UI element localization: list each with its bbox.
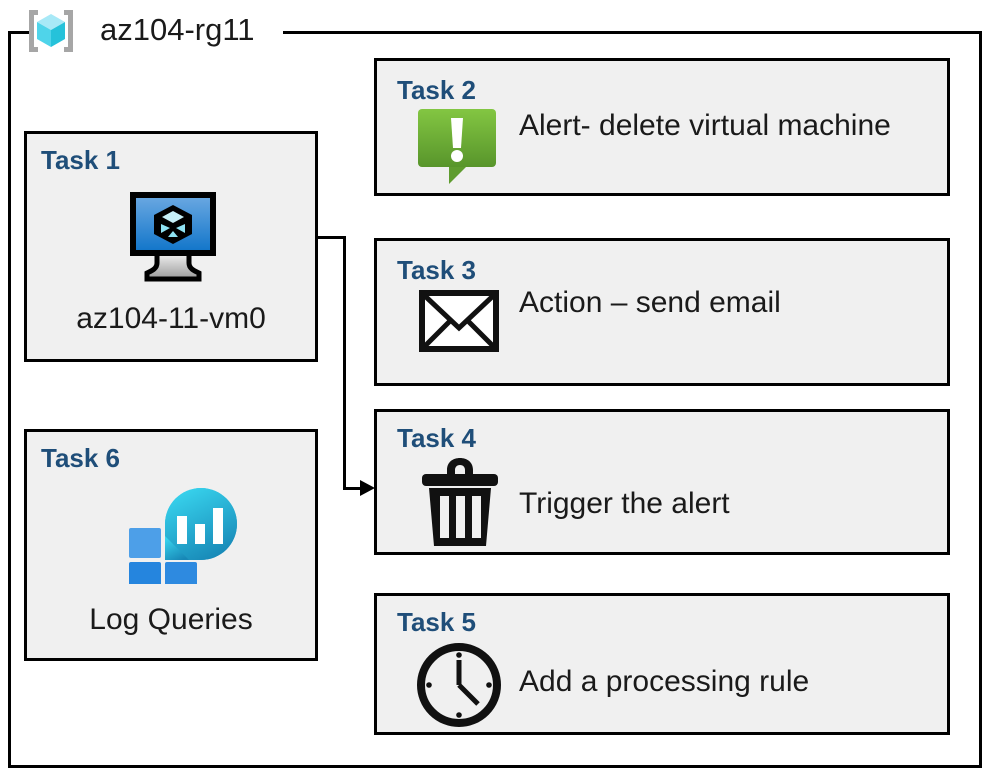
task-card-task1[interactable]: Task 1 — [24, 131, 318, 362]
resource-group-frame-left — [8, 31, 11, 768]
task-card-task2[interactable]: Task 2 Alert- delete virtual machine — [374, 58, 950, 196]
azure-resource-group-icon — [22, 6, 80, 56]
task-card-title: Task 1 — [41, 145, 121, 175]
task-card-label: az104-11-vm0 — [76, 302, 266, 335]
alert-exclamation-icon — [417, 108, 499, 188]
trash-can-icon — [419, 454, 501, 548]
resource-group-frame-right — [979, 31, 982, 768]
resource-group-frame-top-left — [8, 31, 30, 34]
task-card-label: Action – send email — [519, 286, 781, 319]
resource-group-title: az104-rg11 — [100, 12, 255, 47]
task-card-title: Task 3 — [397, 255, 477, 285]
task-card-title: Task 2 — [397, 75, 477, 105]
arrowhead-right-icon — [360, 480, 375, 496]
task-card-label: Alert- delete virtual machine — [519, 109, 891, 142]
task-card-label: Add a processing rule — [519, 665, 810, 698]
clock-icon — [413, 640, 505, 730]
envelope-icon — [419, 290, 499, 352]
task-card-task4[interactable]: Task 4 Trigger the alert — [374, 409, 950, 555]
task-card-title: Task 6 — [41, 443, 121, 473]
task-card-title: Task 5 — [397, 607, 477, 637]
task-card-task3[interactable]: Task 3 Action – send email — [374, 238, 950, 386]
resource-group-frame-top-right — [283, 31, 982, 34]
task-card-task6[interactable]: Task 6 — [24, 429, 318, 661]
task-card-label: Log Queries — [89, 603, 253, 636]
log-analytics-icon — [125, 480, 237, 592]
virtual-machine-icon — [119, 191, 227, 283]
task-card-title: Task 4 — [397, 423, 477, 453]
resource-group-frame-bottom — [8, 765, 982, 768]
connector-segment-vertical — [343, 236, 346, 488]
connector-segment-horizontal-bottom — [343, 487, 369, 490]
task-card-task5[interactable]: Task 5 Add a processing rule — [374, 593, 950, 735]
task-card-label: Trigger the alert — [519, 487, 730, 520]
